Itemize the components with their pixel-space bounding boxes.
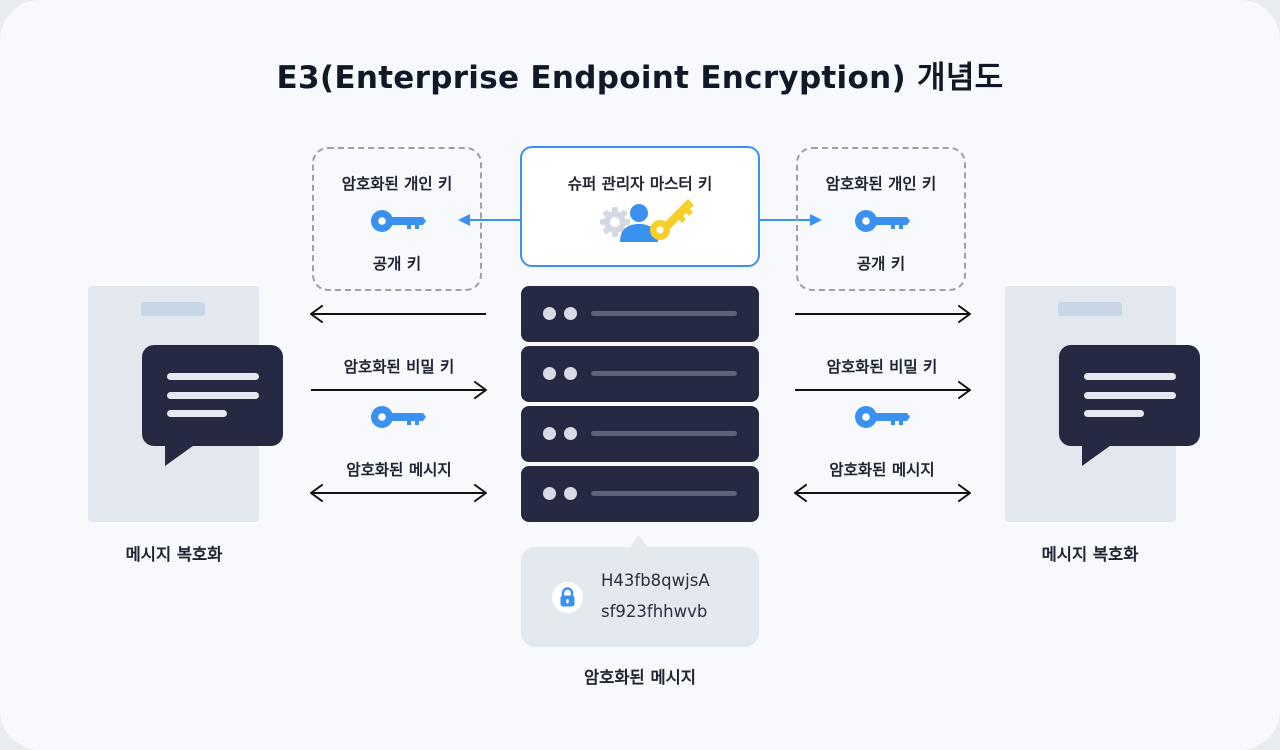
server-slot (591, 311, 737, 316)
cipher-card-pointer (630, 535, 648, 548)
right-key-box (796, 147, 966, 291)
left-device-label: 메시지 복호화 (125, 545, 223, 564)
key-icon (371, 406, 426, 428)
cipher-text-line-2: sf923fhhwvb (601, 602, 708, 621)
server-unit-2 (521, 346, 759, 402)
right-device-label: 메시지 복호화 (1041, 545, 1139, 564)
left-message-label: 암호화된 메시지 (346, 461, 452, 479)
admin-master-key-icon (600, 199, 694, 242)
master-key-label: 슈퍼 관리자 마스터 키 (567, 175, 713, 193)
server-led (543, 307, 556, 320)
server-led (543, 427, 556, 440)
server-led (564, 307, 577, 320)
admin-person-icon (620, 204, 658, 242)
right-secret-key-label: 암호화된 비밀 키 (826, 358, 938, 376)
key-icon (855, 210, 910, 232)
server-led (564, 487, 577, 500)
server-led (564, 367, 577, 380)
right-public-key-label: 공개 키 (856, 255, 906, 273)
diagram-title: E3(Enterprise Endpoint Encryption) 개념도 (276, 60, 1004, 96)
cipher-text-line-1: H43fb8qwjsA (601, 571, 710, 590)
key-icon (855, 406, 910, 428)
encrypted-message-label: 암호화된 메시지 (583, 668, 696, 687)
gear-icon (600, 207, 630, 237)
left-device-notch (141, 302, 205, 316)
chat-bubble-icon (1059, 345, 1200, 466)
lock-badge (552, 582, 583, 613)
server-slot (591, 431, 737, 436)
server-slot (591, 371, 737, 376)
yellow-key-icon (650, 199, 694, 240)
right-private-key-label: 암호화된 개인 키 (825, 175, 937, 193)
server-unit-1 (521, 286, 759, 342)
left-private-key-label: 암호화된 개인 키 (341, 175, 453, 193)
lock-icon (560, 587, 575, 607)
server-led (543, 367, 556, 380)
left-secret-key-label: 암호화된 비밀 키 (343, 358, 455, 376)
left-key-box (312, 147, 482, 291)
server-led (564, 427, 577, 440)
server-unit-3 (521, 406, 759, 462)
server-led (543, 487, 556, 500)
right-device-notch (1058, 302, 1122, 316)
server-slot (591, 491, 737, 496)
server-unit-4 (521, 466, 759, 522)
chat-bubble-icon (142, 345, 283, 466)
key-icon (371, 210, 426, 232)
right-message-label: 암호화된 메시지 (829, 461, 935, 479)
left-public-key-label: 공개 키 (372, 255, 422, 273)
